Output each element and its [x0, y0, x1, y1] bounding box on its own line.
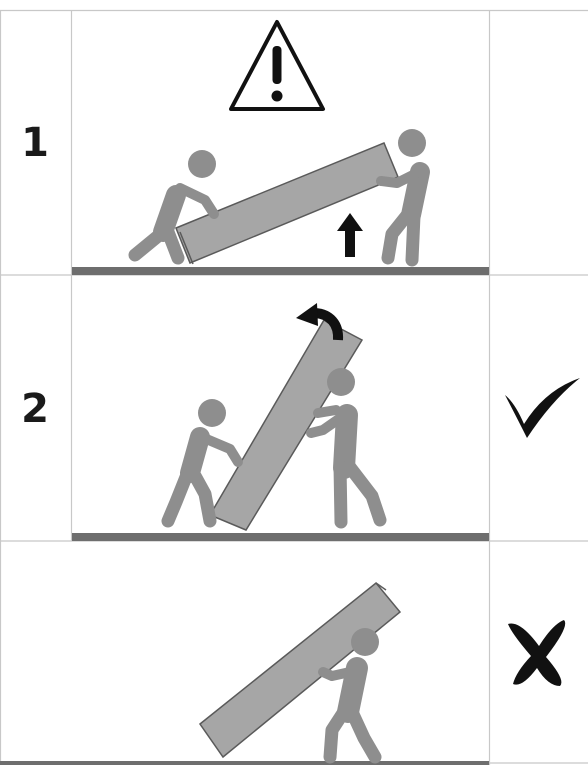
person-right	[381, 129, 426, 260]
step-number-1: 1	[0, 120, 70, 166]
furniture-panel	[200, 583, 400, 757]
step-2-panel	[72, 303, 580, 541]
step-3-panel	[0, 583, 565, 765]
arrow-up-icon	[337, 213, 363, 257]
floor	[72, 533, 489, 541]
check-mark-icon	[505, 378, 580, 438]
floor	[72, 267, 489, 275]
warning-triangle-icon	[231, 22, 323, 109]
cross-mark-icon	[508, 620, 565, 686]
step-1-panel	[72, 22, 489, 275]
step-number-2: 2	[0, 386, 70, 432]
floor	[0, 761, 489, 765]
